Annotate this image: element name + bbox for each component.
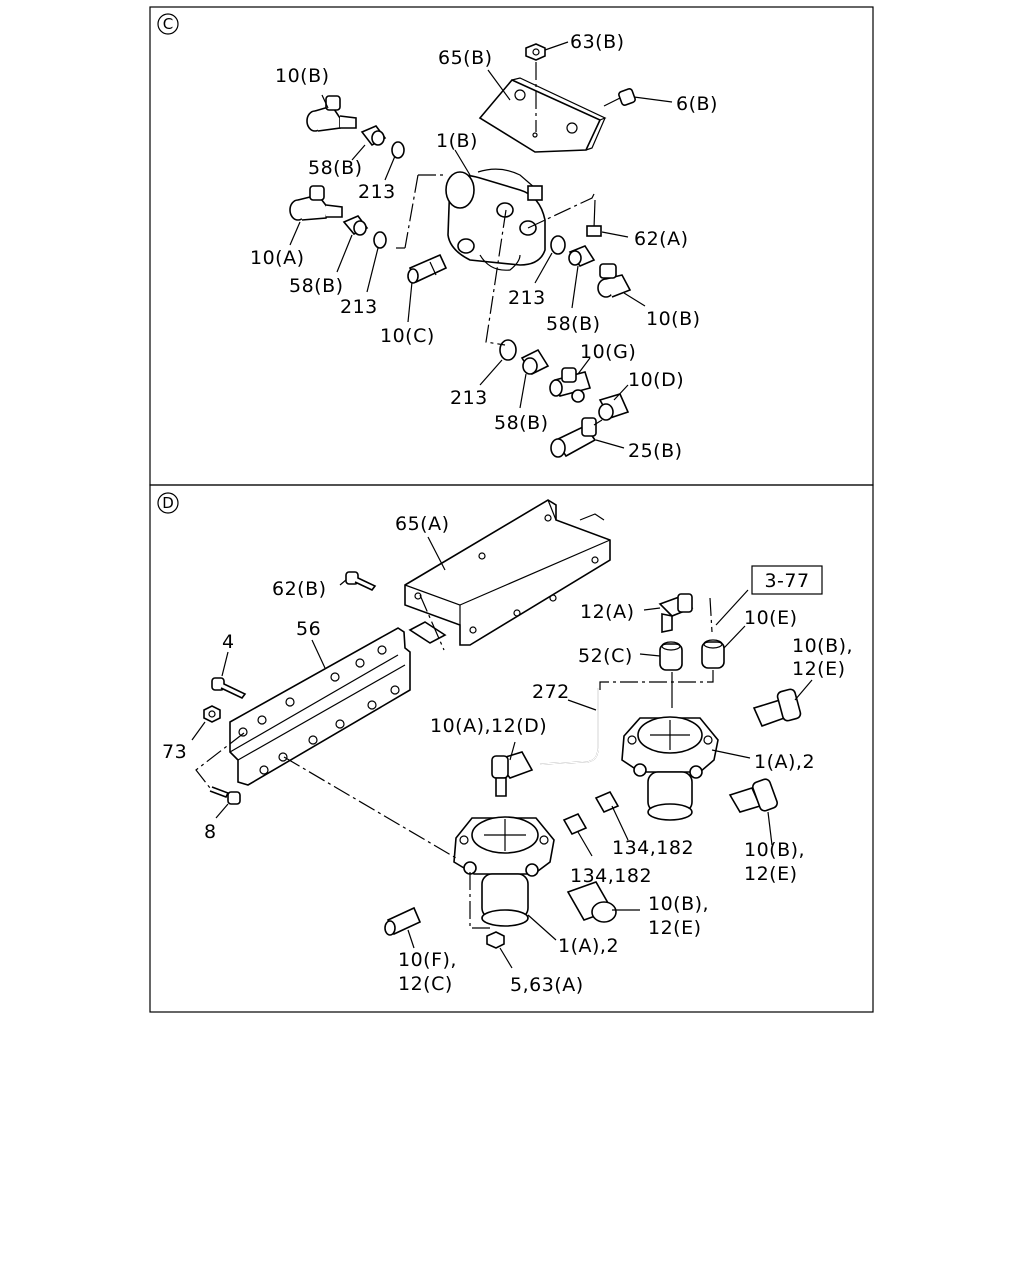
label-12a: 12(A) <box>580 601 635 623</box>
fitting-10b-12e-top <box>752 688 802 728</box>
bracket-65a <box>404 499 611 646</box>
ref-box-frame <box>751 565 823 595</box>
label-134-182-b: 134,182 <box>570 865 652 887</box>
plug-134-182-a <box>594 790 620 814</box>
label-10d: 10(D) <box>628 369 684 391</box>
label-73: 73 <box>162 741 187 763</box>
label-63b: 63(B) <box>570 31 625 53</box>
switch-25b <box>550 417 603 458</box>
fitting-10b-top <box>306 95 357 132</box>
label-1a2-right: 1(A),2 <box>754 751 815 773</box>
fitting-10g <box>549 367 592 403</box>
adapter-58b-2 <box>342 215 369 236</box>
label-5-63a: 5,63(A) <box>510 974 584 996</box>
label-58b-3: 58(B) <box>546 313 601 335</box>
adapter-58b-3 <box>568 245 596 267</box>
label-10e: 10(E) <box>744 607 798 629</box>
label-25b: 25(B) <box>628 440 683 462</box>
fitting-10c <box>407 253 448 284</box>
label-10a: 10(A) <box>250 247 305 269</box>
bolt-8 <box>209 786 241 805</box>
nut-63b <box>525 43 546 132</box>
label-8: 8 <box>204 821 217 843</box>
adapter-58b-4 <box>520 348 550 376</box>
fitting-10b-12e-mid <box>728 778 778 813</box>
panel-d-marker: D <box>162 494 174 512</box>
label-6b: 6(B) <box>676 93 718 115</box>
fitting-12a <box>658 593 713 633</box>
bolt-4 <box>211 677 247 700</box>
label-10f12c-2: 12(C) <box>398 973 453 995</box>
label-10c: 10(C) <box>380 325 435 347</box>
seal-213-4 <box>499 339 517 361</box>
label-56: 56 <box>296 618 321 640</box>
label-213-2: 213 <box>340 296 378 318</box>
seal-213-2 <box>373 231 387 249</box>
fitting-10a-12d <box>491 751 534 797</box>
seal-213-1 <box>391 141 405 159</box>
bolt-62b <box>345 571 377 592</box>
connector-10e <box>701 639 725 669</box>
bracket-65b <box>478 77 607 153</box>
label-272: 272 <box>532 681 570 703</box>
fitting-10b-12e-low <box>566 881 617 923</box>
label-1a2-left: 1(A),2 <box>558 935 619 957</box>
label-62a: 62(A) <box>634 228 689 250</box>
valve-1b <box>445 168 546 271</box>
label-10b-right: 10(B) <box>646 308 701 330</box>
label-10b12e-mid-1: 10(B), <box>744 839 805 861</box>
label-213-4: 213 <box>450 387 488 409</box>
fitting-10b-right <box>597 263 632 298</box>
label-10g: 10(G) <box>580 341 636 363</box>
label-134-182-a: 134,182 <box>612 837 694 859</box>
label-10b12e-top-1: 10(B), <box>792 635 853 657</box>
label-10b-top: 10(B) <box>275 65 330 87</box>
label-58b-4: 58(B) <box>494 412 549 434</box>
label-10f12c-1: 10(F), <box>398 949 457 971</box>
nut-5-63a <box>486 931 505 949</box>
bolt-62a <box>586 199 602 237</box>
valve-1a2-right <box>621 716 719 821</box>
adapter-58b-1 <box>360 125 387 147</box>
label-52c: 52(C) <box>578 645 633 667</box>
panel-c-marker-circle <box>157 13 179 35</box>
fitting-10d <box>598 393 630 421</box>
panel-d-frame <box>149 484 874 1013</box>
label-213-3: 213 <box>508 287 546 309</box>
panel-c-marker: C <box>163 15 173 33</box>
ref-box-3-77[interactable]: 3-77 <box>764 570 809 592</box>
label-62b: 62(B) <box>272 578 327 600</box>
valve-1a2-left <box>453 816 555 927</box>
label-1b: 1(B) <box>436 130 478 152</box>
fitting-10f-12c <box>384 906 422 936</box>
label-213-1: 213 <box>358 181 396 203</box>
label-10b12e-low-2: 12(E) <box>648 917 702 939</box>
plug-134-182-b <box>562 812 588 836</box>
label-10b12e-low-1: 10(B), <box>648 893 709 915</box>
label-65b: 65(B) <box>438 47 493 69</box>
connector-52c <box>659 641 683 671</box>
label-58b-2: 58(B) <box>289 275 344 297</box>
panel-d-marker-circle <box>157 492 179 514</box>
fitting-10a <box>289 185 343 221</box>
label-58b-1: 58(B) <box>308 157 363 179</box>
label-10b12e-mid-2: 12(E) <box>744 863 798 885</box>
label-65a: 65(A) <box>395 513 450 535</box>
label-4: 4 <box>222 631 235 653</box>
nut-73 <box>203 705 221 723</box>
bolt-6b <box>603 88 636 107</box>
seal-213-3 <box>550 235 566 255</box>
bracket-56 <box>229 627 411 786</box>
label-10b12e-top-2: 12(E) <box>792 658 846 680</box>
label-10a12d: 10(A),12(D) <box>430 715 547 737</box>
